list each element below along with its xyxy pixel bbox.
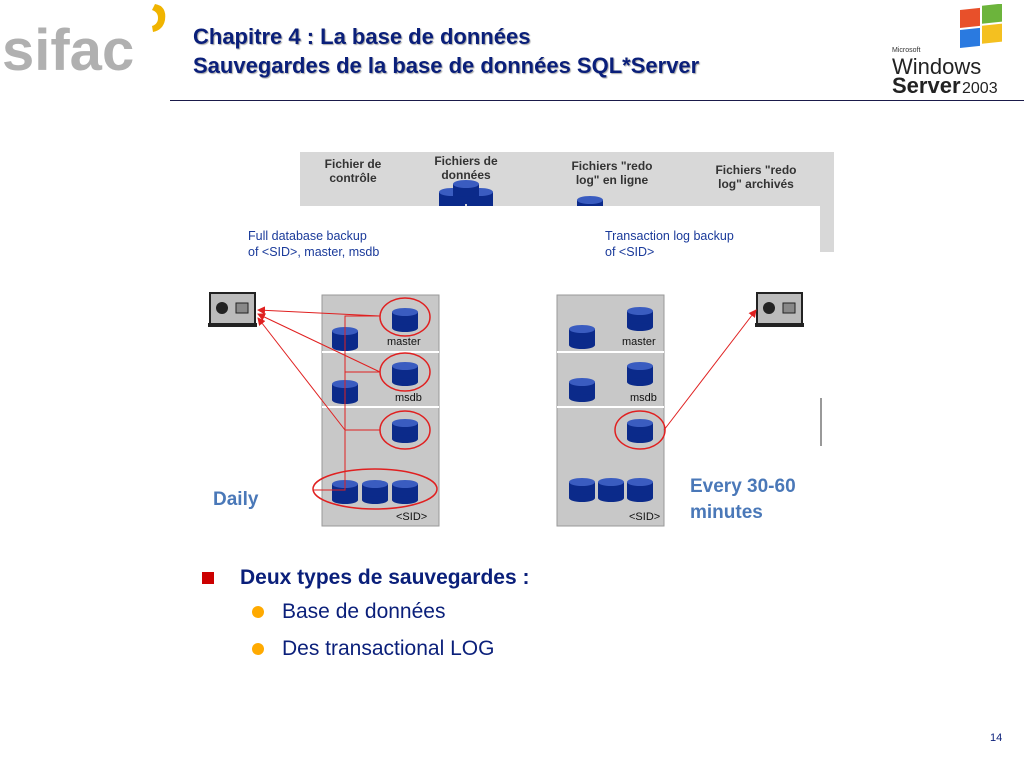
full-backup-caption-1: Full database backup [248, 229, 367, 243]
server-label: Server [892, 73, 961, 96]
full-backup-caption-2: of <SID>, master, msdb [248, 245, 379, 259]
right-label-sid: <SID> [629, 511, 660, 523]
tape-drive-left-icon [208, 292, 257, 327]
right-db-panel [556, 294, 665, 527]
tlog-caption-2: of <SID> [605, 245, 654, 259]
left-label-sid: <SID> [396, 511, 427, 523]
page-number: 14 [990, 732, 1003, 744]
title-line-2: Sauvegardes de la base de données SQL*Se… [193, 53, 700, 78]
backup-arrows [257, 306, 757, 491]
overlay-panel [200, 206, 820, 535]
bullet-list: Deux types de sauvegardes : Base de donn… [200, 563, 800, 667]
highlight-ellipses [312, 297, 666, 510]
bullet-item-text: Des transactional LOG [282, 636, 495, 660]
left-db-panel [321, 294, 440, 527]
windows-flag-icon [960, 4, 1002, 48]
sifac-logo-text: sifac [2, 18, 134, 83]
round-bullet-icon [252, 642, 264, 655]
left-label-master: master [387, 336, 421, 348]
left-label-msdb: msdb [395, 392, 422, 404]
header-data-2: données [441, 168, 491, 182]
bullet-item: Base de données [252, 593, 800, 630]
header-online-1: Fichiers "redo [571, 159, 652, 173]
header-control-2: contrôle [329, 171, 377, 185]
slide-title: Chapitre 4 : La base de données Sauvegar… [193, 22, 699, 80]
bullet-heading: Deux types de sauvegardes : [200, 563, 800, 593]
windows-label: Windows [892, 54, 981, 79]
header-control-1: Fichier de [325, 157, 382, 171]
year-label: 2003 [962, 80, 998, 96]
header-online-2: log" en ligne [576, 173, 649, 187]
header-data-1: Fichiers de [434, 154, 498, 168]
bullet-item: Des transactional LOG [252, 630, 800, 667]
right-label-msdb: msdb [630, 392, 657, 404]
microsoft-label: Microsoft [892, 47, 920, 54]
every-label-2: minutes [690, 502, 763, 523]
every-label-1: Every 30-60 [690, 476, 796, 497]
daily-label: Daily [213, 489, 259, 510]
sifac-logo: sifac [2, 4, 166, 83]
tape-drive-right-icon [755, 292, 804, 327]
windows-server-logo: Microsoft Windows Server 2003 [892, 4, 1002, 96]
square-bullet-icon [202, 572, 214, 584]
title-line-1: Chapitre 4 : La base de données [193, 24, 531, 49]
title-divider [170, 100, 1024, 101]
header-archived-2: log" archivés [718, 177, 794, 191]
bullet-item-text: Base de données [282, 599, 446, 623]
bullet-heading-text: Deux types de sauvegardes : [240, 566, 530, 589]
tlog-caption-1: Transaction log backup [605, 229, 734, 243]
right-label-master: master [622, 336, 656, 348]
round-bullet-icon [252, 605, 264, 618]
header-archived-1: Fichiers "redo [715, 163, 796, 177]
backup-diagram: Fichier de contrôle Fichiers de données … [200, 152, 834, 535]
